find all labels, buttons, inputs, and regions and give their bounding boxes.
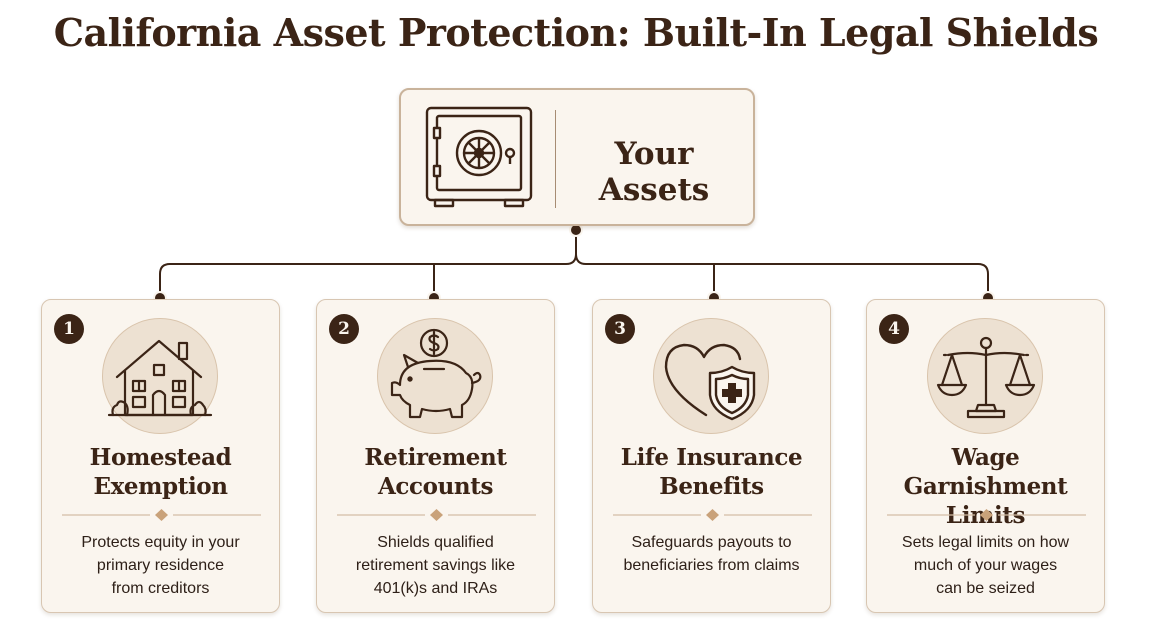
card-title: Homestead Exemption [42, 443, 279, 501]
card-number-badge: 2 [329, 314, 359, 344]
card-retirement-accounts: 2 Retirement Accounts Shields qualified … [316, 299, 555, 613]
card-wage-garnishment-limits: 4 Wage Garnishment Limits [866, 299, 1105, 613]
card-description-line: retirement savings like [355, 557, 516, 574]
card-number-badge: 4 [879, 314, 909, 344]
card-description: Safeguards payouts to beneficiaries from… [605, 531, 818, 577]
assets-root-box: Your Assets [399, 88, 755, 226]
icon-circle [377, 318, 493, 434]
card-title-line: Wage Garnishment [903, 444, 1068, 500]
card-description-line: from creditors [111, 580, 210, 597]
card-description-line: primary residence [96, 557, 225, 574]
root-divider [555, 110, 556, 208]
icon-circle [927, 318, 1043, 434]
card-description-line: can be seized [936, 580, 1035, 597]
card-title-line: Exemption [93, 473, 228, 500]
card-description-line: Protects equity in your [81, 534, 240, 551]
card-description-line: 401(k)s and IRAs [373, 580, 498, 597]
page-title: California Asset Protection: Built-In Le… [53, 10, 1099, 55]
card-title: Retirement Accounts [317, 443, 554, 501]
house-icon [107, 339, 213, 417]
card-description-line: Sets legal limits on how [901, 534, 1070, 551]
card-description: Shields qualified retirement savings lik… [329, 531, 542, 600]
card-description: Sets legal limits on how much of your wa… [879, 531, 1092, 600]
diamond-divider [337, 509, 536, 521]
diamond-divider [887, 509, 1086, 521]
card-number-badge: 3 [605, 314, 635, 344]
card-title-line: Accounts [377, 473, 493, 500]
card-description-line: Shields qualified [377, 534, 494, 551]
piggy-bank-icon [390, 328, 482, 419]
scales-icon [936, 336, 1036, 419]
card-life-insurance-benefits: 3 Life Insurance Benefits Safeguards pay… [592, 299, 831, 613]
card-description: Protects equity in your primary residenc… [54, 531, 267, 600]
card-title-line: Life Insurance [620, 444, 803, 471]
card-description-line: Safeguards payouts to [631, 534, 792, 551]
heart-shield-icon [664, 343, 756, 421]
diamond-divider [62, 509, 261, 521]
card-number-badge: 1 [54, 314, 84, 344]
card-title-line: Retirement [364, 444, 507, 471]
card-title: Life Insurance Benefits [593, 443, 830, 501]
root-label: Your Assets [598, 136, 710, 208]
card-homestead-exemption: 1 Homestead Exemption [41, 299, 280, 613]
card-title-line: Homestead [89, 444, 232, 471]
icon-circle [102, 318, 218, 434]
card-description-line: beneficiaries from claims [623, 557, 800, 574]
card-title-line: Benefits [659, 473, 764, 500]
safe-icon [425, 106, 533, 208]
icon-circle [653, 318, 769, 434]
card-description-line: much of your wages [913, 557, 1058, 574]
diamond-divider [613, 509, 812, 521]
